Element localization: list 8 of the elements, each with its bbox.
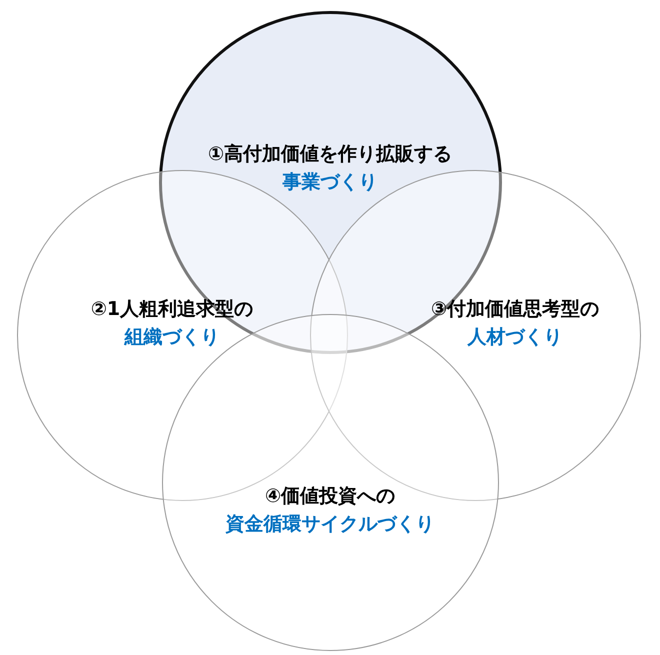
circle-heading: ④価値投資への	[264, 484, 396, 508]
circle-subtitle: 資金循環サイクルづくり	[226, 512, 434, 536]
circle-heading: ②1人粗利追求型の	[90, 297, 254, 321]
circle-heading: ①高付加価値を作り拡販する	[208, 142, 452, 166]
circle-subtitle: 組織づくり	[124, 325, 220, 349]
circle-subtitle: 事業づくり	[282, 170, 378, 194]
circle-heading: ③付加価値思考型の	[430, 297, 600, 321]
circle-subtitle: 人材づくり	[468, 325, 562, 349]
